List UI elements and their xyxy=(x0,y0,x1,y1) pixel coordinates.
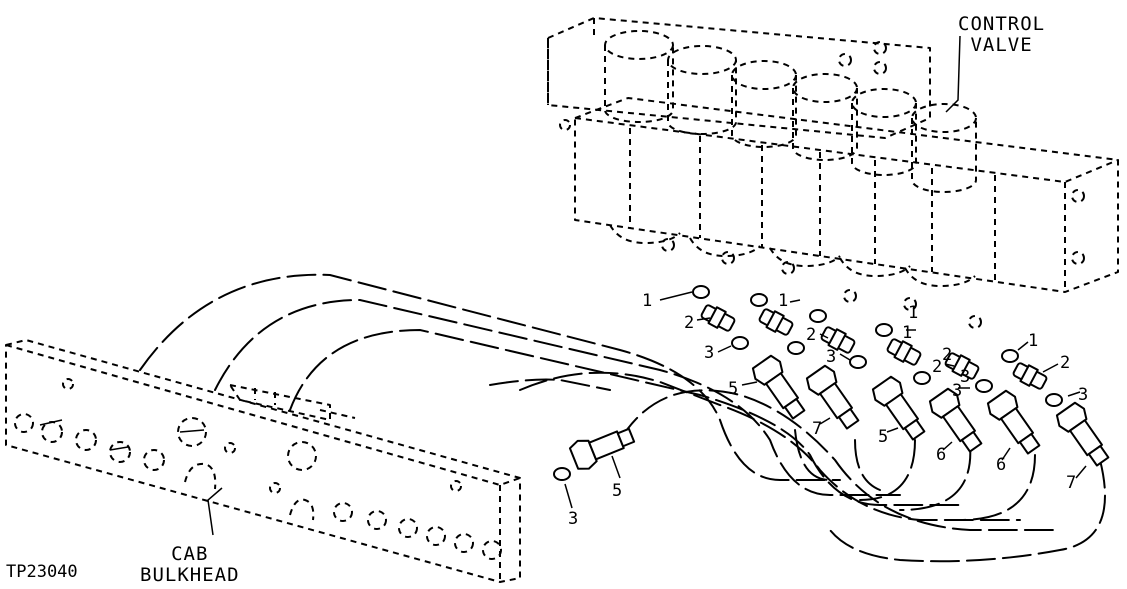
callout-1: 1 xyxy=(778,291,788,311)
callout-1: 1 xyxy=(642,291,652,311)
callout-3: 3 xyxy=(568,509,578,529)
callout-3: 3 xyxy=(1078,385,1088,405)
callout-2: 2 xyxy=(684,313,694,333)
callout-1: 1 xyxy=(902,323,912,343)
callout-numbers: 1 2 3 5 1 2 3 7 1 2 3 5 1 2 3 6 6 1 2 3 … xyxy=(568,291,1088,529)
o-rings xyxy=(553,285,1063,481)
adapters xyxy=(700,304,1048,390)
control-valve-label-line2: VALVE xyxy=(970,34,1033,56)
cab-bulkhead-label-line2: BULKHEAD xyxy=(140,564,240,586)
control-valve-spools xyxy=(604,30,977,193)
callout-2: 2 xyxy=(942,345,952,365)
callout-5: 5 xyxy=(612,481,622,501)
control-valve-outline xyxy=(547,17,1119,329)
cab-bulkhead-label: CAB BULKHEAD xyxy=(140,544,240,586)
callout-1: 1 xyxy=(1028,331,1038,351)
callout-5: 5 xyxy=(728,379,738,399)
cab-bulkhead-label-line1: CAB xyxy=(171,543,209,565)
callout-6: 6 xyxy=(996,455,1006,475)
figure-id-label: TP23040 xyxy=(6,562,78,582)
callout-2: 2 xyxy=(932,357,942,377)
callout-3: 3 xyxy=(960,367,970,387)
cab-bulkhead-outline xyxy=(5,339,521,583)
control-valve-label: CONTROL VALVE xyxy=(958,14,1045,56)
callout-2: 2 xyxy=(1060,353,1070,373)
callout-6: 6 xyxy=(936,445,946,465)
hose-end-fittings xyxy=(568,354,1110,470)
callout-3: 3 xyxy=(826,347,836,367)
callout-5: 5 xyxy=(878,427,888,447)
callout-1: 1 xyxy=(908,303,918,323)
callout-7: 7 xyxy=(1066,473,1076,493)
control-valve-label-line1: CONTROL xyxy=(958,13,1046,35)
callout-2: 2 xyxy=(806,325,816,345)
hydraulic-hoses xyxy=(139,273,1106,563)
callout-3: 3 xyxy=(952,381,962,401)
callout-3: 3 xyxy=(704,343,714,363)
callout-leaders xyxy=(207,35,1087,536)
callout-7: 7 xyxy=(812,419,822,439)
